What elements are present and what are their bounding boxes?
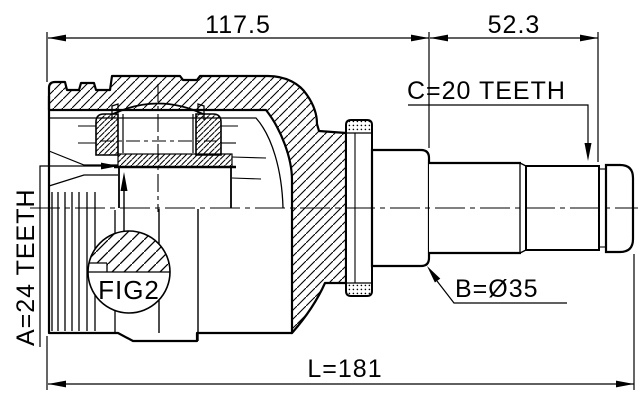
centerlines (30, 84, 638, 212)
ball-cage-assembly (78, 102, 267, 208)
label-c-20-teeth: C=20 TEETH (407, 77, 592, 161)
dimension-l-181: L=181 (46, 254, 635, 390)
dim-52-3-text: 52.3 (488, 11, 541, 39)
b-diameter-text: B=Ø35 (455, 275, 539, 303)
dim-l-181-text: L=181 (307, 355, 382, 383)
ball-dome-arc (112, 102, 204, 115)
dimension-52-3: 52.3 (430, 11, 599, 162)
label-b-diameter-35: B=Ø35 (427, 266, 567, 304)
c-teeth-text: C=20 TEETH (407, 77, 566, 105)
fig2-detail-balloon: FIG2 (87, 172, 171, 314)
right-roller (195, 113, 222, 156)
dimension-117-5: 117.5 (46, 11, 430, 148)
fig2-leader-arrow (120, 172, 128, 191)
left-roller (95, 113, 119, 156)
label-a-24-teeth: A=24 TEETH (12, 162, 119, 347)
fig2-label: FIG2 (98, 275, 160, 305)
hub-spline-strip (117, 153, 233, 168)
dim-117-5-text: 117.5 (205, 11, 271, 39)
a-teeth-text: A=24 TEETH (12, 188, 40, 346)
